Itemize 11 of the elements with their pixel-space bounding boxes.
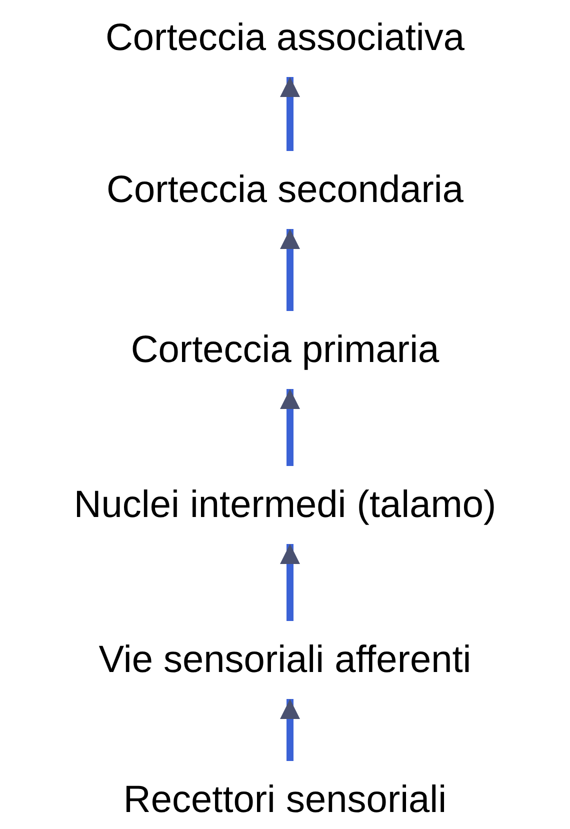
arrow [280,229,300,311]
level-label: Corteccia secondaria [106,165,464,215]
level-label: Recettori sensoriali [123,775,447,825]
arrow [280,699,300,761]
level-label: Nuclei intermedi (talamo) [74,480,496,530]
level-label: Corteccia primaria [130,325,440,375]
arrow [280,389,300,466]
arrow [280,77,300,151]
arrow [280,544,300,621]
level-label: Corteccia associativa [105,13,465,63]
level-label: Vie sensoriali afferenti [98,635,472,685]
